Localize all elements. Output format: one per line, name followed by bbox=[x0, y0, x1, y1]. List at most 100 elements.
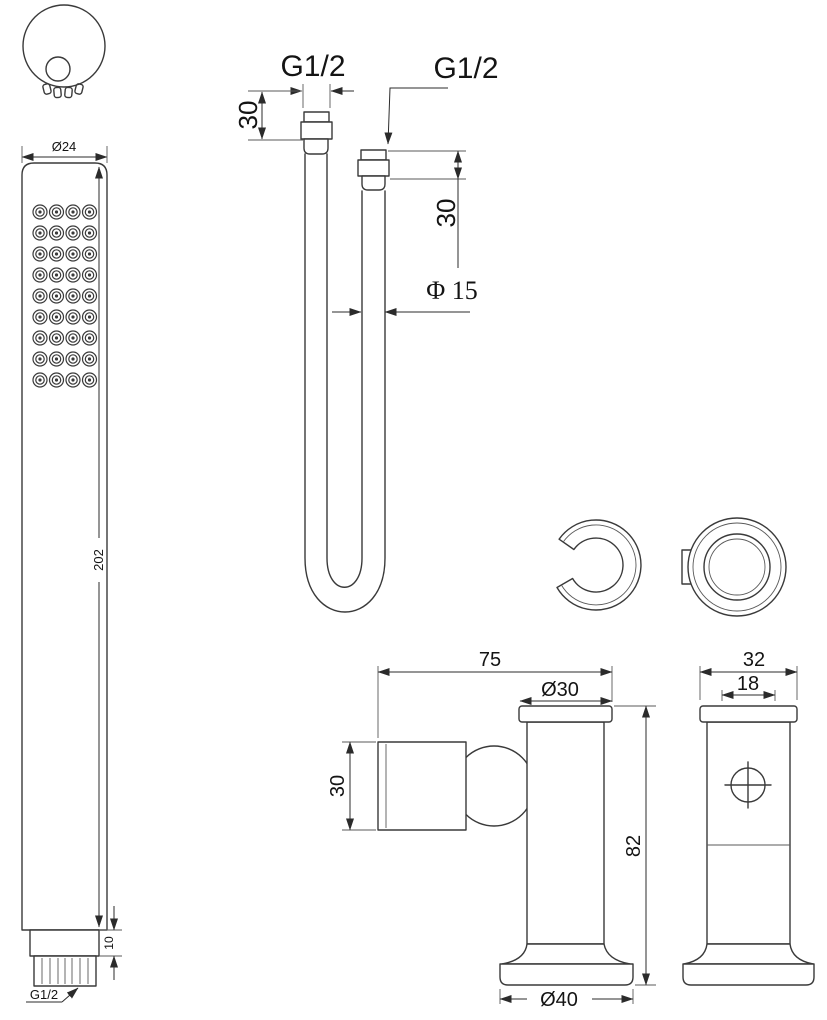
dim-hose-left-30: 30 bbox=[233, 90, 303, 141]
spray-hole bbox=[71, 231, 75, 235]
spray-hole bbox=[38, 210, 42, 214]
screw-icon bbox=[724, 761, 772, 809]
spray-hole bbox=[54, 273, 59, 277]
spray-hole bbox=[35, 228, 45, 238]
dim-outlet-base-diameter: Ø40 bbox=[499, 989, 634, 1011]
dim-connector-height: 10 bbox=[99, 906, 122, 980]
head-inner-detail bbox=[45, 56, 71, 82]
wand-body bbox=[21, 162, 108, 931]
outlet-side-cap bbox=[699, 705, 798, 723]
spray-hole bbox=[87, 294, 92, 298]
spray-hole bbox=[84, 375, 95, 385]
spray-hole bbox=[68, 354, 78, 364]
outlet-side-base bbox=[682, 963, 815, 986]
bracket-ring-hole bbox=[708, 538, 766, 596]
spray-hole bbox=[54, 294, 59, 298]
spray-hole bbox=[51, 312, 62, 322]
wand-collar bbox=[29, 929, 100, 957]
hose-inner-edge bbox=[326, 153, 363, 588]
spray-hole bbox=[71, 294, 75, 298]
spray-hole bbox=[54, 336, 59, 340]
spray-hole bbox=[54, 357, 59, 361]
spray-hole bbox=[38, 273, 42, 277]
spray-hole bbox=[51, 354, 62, 364]
spray-hole bbox=[35, 333, 45, 343]
dim-outlet-height: 82 bbox=[614, 705, 656, 986]
dim-outlet-side-inner-width: 18 bbox=[721, 673, 776, 701]
spray-hole bbox=[54, 252, 59, 256]
outlet-arm bbox=[377, 741, 467, 831]
head-foot bbox=[42, 83, 52, 95]
spray-hole bbox=[87, 210, 92, 214]
dim-label-outlet-side-inner-width: 18 bbox=[737, 673, 759, 695]
hose-right-sleeve bbox=[361, 175, 386, 191]
hose-right-cap bbox=[360, 149, 387, 161]
spray-hole bbox=[51, 249, 62, 259]
label-wand-thread: G1/2 bbox=[26, 987, 79, 1003]
spray-hole bbox=[51, 270, 62, 280]
spray-hole bbox=[68, 207, 78, 217]
outlet-top-cap bbox=[518, 705, 613, 723]
dim-label-wand-length: 202 bbox=[91, 549, 106, 571]
dim-label-outlet-base-diameter: Ø40 bbox=[540, 989, 578, 1011]
outlet-front-view: 75 Ø30 30 82 Ø40 bbox=[327, 649, 656, 1011]
dim-label-wand-thread: G1/2 bbox=[30, 987, 58, 1002]
spray-hole bbox=[38, 378, 42, 382]
spray-hole bbox=[71, 357, 75, 361]
bracket-ring-inner bbox=[703, 533, 771, 601]
bracket-ring-view bbox=[681, 517, 787, 617]
spray-hole bbox=[87, 357, 92, 361]
spray-hole bbox=[68, 375, 78, 385]
spray-hole bbox=[71, 273, 75, 277]
head-outline bbox=[22, 4, 106, 88]
spray-hole bbox=[35, 354, 45, 364]
dim-wand-length: 202 bbox=[91, 166, 106, 928]
spray-hole bbox=[87, 252, 92, 256]
handshower-side-view: Ø24 202 10 bbox=[21, 139, 122, 1003]
spray-hole bbox=[54, 378, 59, 382]
dim-label-outlet-width: 75 bbox=[479, 649, 501, 671]
dim-label-outlet-top-diameter: Ø30 bbox=[541, 679, 579, 701]
spray-hole bbox=[68, 312, 78, 322]
spray-hole bbox=[54, 210, 59, 214]
outlet-base-flare bbox=[501, 943, 631, 965]
dim-outlet-top-diameter: Ø30 bbox=[519, 679, 613, 705]
dim-label-outlet-height: 82 bbox=[623, 835, 645, 857]
hose-left-nut bbox=[300, 121, 333, 140]
dim-label-hose-left-30: 30 bbox=[233, 101, 263, 130]
spray-hole bbox=[71, 378, 75, 382]
wand-thread-connector bbox=[33, 955, 97, 987]
spray-hole bbox=[35, 375, 45, 385]
hose-left-cap bbox=[303, 111, 330, 123]
spray-hole bbox=[71, 315, 75, 319]
spray-hole bbox=[51, 228, 62, 238]
dim-label-hose-thread-right: G1/2 bbox=[433, 52, 498, 85]
bracket-ring-outer bbox=[687, 517, 787, 617]
spray-hole bbox=[87, 273, 92, 277]
outlet-side-view: 32 18 bbox=[682, 649, 815, 986]
hose-outer-edge bbox=[304, 153, 386, 613]
spray-hole bbox=[68, 249, 78, 259]
spray-hole bbox=[35, 270, 45, 280]
dim-wand-diameter: Ø24 bbox=[21, 139, 108, 163]
dim-label-wand-diameter: Ø24 bbox=[52, 139, 77, 154]
spray-hole bbox=[84, 249, 95, 259]
spray-hole bbox=[71, 336, 75, 340]
hose-right-nut bbox=[357, 159, 390, 177]
spray-hole bbox=[38, 294, 42, 298]
hose-left-sleeve bbox=[303, 138, 329, 155]
head-foot bbox=[64, 86, 73, 99]
spray-hole bbox=[51, 333, 62, 343]
spray-hole bbox=[84, 354, 95, 364]
spray-hole bbox=[84, 228, 95, 238]
dim-hose-thread-left: G1/2 bbox=[279, 50, 354, 108]
spray-hole bbox=[54, 315, 59, 319]
spray-hole bbox=[35, 312, 45, 322]
bracket-clip-inner-detail bbox=[561, 524, 637, 606]
dim-hose-diameter: Φ 15 bbox=[332, 276, 478, 316]
showerhead-top-view bbox=[22, 4, 106, 99]
outlet-side-body bbox=[706, 721, 791, 945]
bracket-clip-view bbox=[556, 519, 642, 611]
spray-holes bbox=[32, 204, 98, 388]
